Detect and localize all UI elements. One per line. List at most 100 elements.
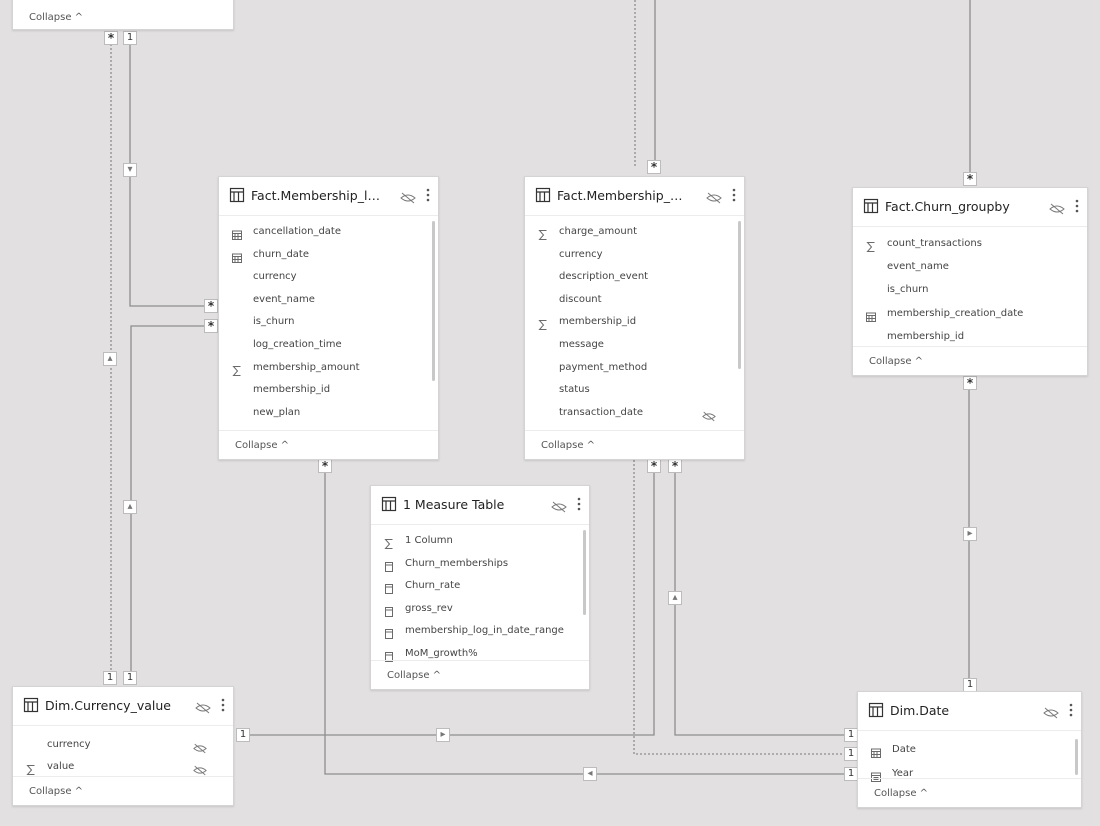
- arrow-up-icon[interactable]: ▴: [668, 591, 682, 605]
- cardinality-many-marker[interactable]: *: [668, 459, 682, 473]
- more-options-icon[interactable]: [425, 187, 431, 203]
- table-header[interactable]: Fact.Membership_log: [219, 177, 438, 215]
- field-row[interactable]: transaction_date: [525, 402, 744, 425]
- field-row[interactable]: currency: [219, 266, 438, 289]
- table-header[interactable]: Dim.Date: [858, 692, 1081, 730]
- visibility-toggle-icon[interactable]: [1043, 704, 1059, 719]
- arrow-up-icon[interactable]: ▴: [123, 500, 137, 514]
- field-row[interactable]: membership_creation_date: [853, 303, 1087, 326]
- field-row[interactable]: status: [525, 379, 744, 402]
- collapse-button[interactable]: Collapse ^: [541, 440, 596, 451]
- field-row[interactable]: description_event: [525, 266, 744, 289]
- collapse-button[interactable]: Collapse ^: [874, 788, 929, 799]
- field-row[interactable]: membership_id: [853, 326, 1087, 349]
- visibility-toggle-icon[interactable]: [195, 699, 211, 714]
- collapse-button[interactable]: Collapse ^: [29, 786, 84, 797]
- visibility-toggle-icon[interactable]: [400, 189, 416, 204]
- cardinality-many-marker[interactable]: *: [647, 160, 661, 174]
- footer-divider: [219, 430, 438, 431]
- visibility-toggle-icon[interactable]: [1049, 200, 1065, 215]
- field-row[interactable]: is_churn: [219, 311, 438, 334]
- field-row[interactable]: 1 Column: [371, 530, 589, 553]
- cardinality-one-marker[interactable]: 1: [236, 728, 250, 742]
- field-row[interactable]: message: [525, 334, 744, 357]
- collapse-button[interactable]: Collapse ^: [869, 356, 924, 367]
- footer-divider: [525, 430, 744, 431]
- arrow-up-icon[interactable]: ▴: [103, 352, 117, 366]
- cardinality-one-marker[interactable]: 1: [844, 728, 858, 742]
- table-header[interactable]: 1 Measure Table: [371, 486, 589, 524]
- field-row[interactable]: currency: [13, 734, 233, 756]
- more-options-icon[interactable]: [1074, 198, 1080, 214]
- table-card-top-left[interactable]: Collapse ^: [12, 0, 234, 30]
- table-card-membership-payments[interactable]: Fact.Membership_pay... charge_amountcurre…: [524, 176, 745, 460]
- field-row[interactable]: log_creation_time: [219, 334, 438, 357]
- field-row[interactable]: discount: [525, 289, 744, 312]
- field-row[interactable]: payment_method: [525, 357, 744, 380]
- table-icon: [23, 697, 39, 713]
- scrollbar[interactable]: [738, 221, 741, 369]
- more-options-icon[interactable]: [576, 496, 582, 512]
- arrow-left-icon[interactable]: ◂: [583, 767, 597, 781]
- arrow-right-icon[interactable]: ▸: [963, 527, 977, 541]
- cardinality-many-marker[interactable]: *: [318, 459, 332, 473]
- more-options-icon[interactable]: [731, 187, 737, 203]
- field-row[interactable]: Date: [858, 739, 1081, 763]
- scrollbar[interactable]: [432, 221, 435, 381]
- field-row[interactable]: cancellation_date: [219, 221, 438, 244]
- cardinality-many-marker[interactable]: *: [647, 459, 661, 473]
- field-row[interactable]: gross_rev: [371, 598, 589, 621]
- field-row[interactable]: event_name: [219, 289, 438, 312]
- cardinality-one-marker[interactable]: 1: [844, 747, 858, 761]
- cardinality-many-marker[interactable]: *: [204, 319, 218, 333]
- field-row[interactable]: Churn_rate: [371, 575, 589, 598]
- cardinality-one-marker[interactable]: 1: [963, 678, 977, 692]
- field-row[interactable]: is_churn: [853, 279, 1087, 302]
- collapse-button[interactable]: Collapse ^: [235, 440, 290, 451]
- field-row[interactable]: Year: [858, 763, 1081, 787]
- cardinality-many-marker[interactable]: *: [963, 376, 977, 390]
- field-row[interactable]: currency: [525, 244, 744, 267]
- cardinality-one-marker[interactable]: 1: [844, 767, 858, 781]
- more-options-icon[interactable]: [1068, 702, 1074, 718]
- field-row[interactable]: Churn_memberships: [371, 553, 589, 576]
- cardinality-many-marker[interactable]: *: [963, 172, 977, 186]
- field-name: 1 Column: [405, 535, 453, 546]
- arrow-right-icon[interactable]: ▸: [436, 728, 450, 742]
- visibility-toggle-icon[interactable]: [551, 498, 567, 513]
- field-row[interactable]: membership_log_in_date_range: [371, 620, 589, 643]
- cardinality-one-marker[interactable]: 1: [123, 671, 137, 685]
- collapse-button[interactable]: Collapse ^: [387, 670, 442, 681]
- field-row[interactable]: MoM_growth%: [371, 643, 589, 666]
- cardinality-one-marker[interactable]: 1: [103, 671, 117, 685]
- field-row[interactable]: new_plan: [219, 402, 438, 425]
- visibility-toggle-icon[interactable]: [706, 189, 722, 204]
- field-row[interactable]: event_name: [853, 256, 1087, 279]
- field-row[interactable]: value: [13, 756, 233, 778]
- table-header[interactable]: Fact.Membership_pay...: [525, 177, 744, 215]
- calculator-icon: [383, 580, 395, 595]
- table-header[interactable]: Fact.Churn_groupby: [853, 188, 1087, 226]
- arrow-down-icon[interactable]: ▾: [123, 163, 137, 177]
- field-name: message: [559, 338, 604, 350]
- table-header[interactable]: Dim.Currency_value: [13, 687, 233, 725]
- scrollbar[interactable]: [1075, 739, 1078, 775]
- field-row[interactable]: charge_amount: [525, 221, 744, 244]
- cardinality-many-marker[interactable]: *: [204, 299, 218, 313]
- scrollbar[interactable]: [583, 530, 586, 615]
- field-row[interactable]: membership_id: [525, 311, 744, 334]
- cardinality-many-marker[interactable]: *: [104, 31, 118, 45]
- field-row[interactable]: membership_id: [219, 379, 438, 402]
- field-row[interactable]: churn_date: [219, 244, 438, 267]
- field-row[interactable]: membership_amount: [219, 357, 438, 380]
- collapse-button[interactable]: Collapse ^: [29, 12, 84, 23]
- cardinality-one-marker[interactable]: 1: [123, 31, 137, 45]
- field-row[interactable]: count_transactions: [853, 233, 1087, 256]
- more-options-icon[interactable]: [220, 697, 226, 713]
